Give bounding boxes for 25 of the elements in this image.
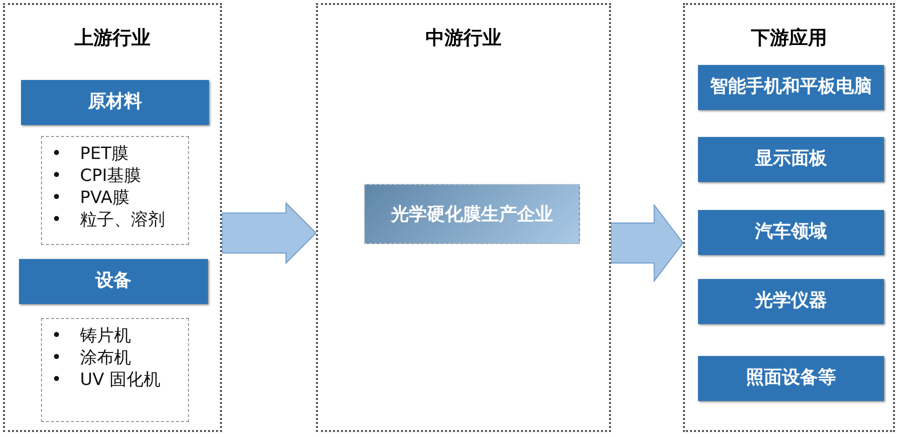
block-arrow: [610, 204, 684, 282]
category-box: 显示面板: [698, 137, 884, 182]
stage-panel: [683, 3, 895, 432]
stage-heading: 下游应用: [750, 26, 828, 51]
stage-heading: 中游行业: [424, 26, 502, 51]
stage-heading: 上游行业: [74, 26, 152, 51]
list-item: PET膜: [54, 143, 188, 165]
stage-panel: [3, 3, 222, 432]
category-box: 光学仪器: [698, 279, 884, 324]
list-item: CPI基膜: [54, 165, 188, 187]
list-box: [41, 318, 189, 422]
list-item: PVA膜: [54, 187, 188, 209]
process-box: 光学硬化膜生产企业: [364, 184, 580, 244]
list-item: UV 固化机: [54, 369, 188, 391]
list-item: 铸片机: [54, 325, 188, 347]
category-box: 汽车领域: [698, 210, 884, 255]
category-box: 原材料: [21, 80, 209, 125]
list-box: [41, 136, 189, 245]
list-item: 涂布机: [54, 347, 188, 369]
category-box: 照面设备等: [698, 356, 884, 401]
category-box: 智能手机和平板电脑: [698, 65, 884, 110]
list-item: 粒子、溶剂: [54, 209, 188, 231]
category-box: 设备: [19, 259, 208, 304]
stage-panel: [316, 3, 611, 432]
block-arrow: [222, 202, 317, 264]
